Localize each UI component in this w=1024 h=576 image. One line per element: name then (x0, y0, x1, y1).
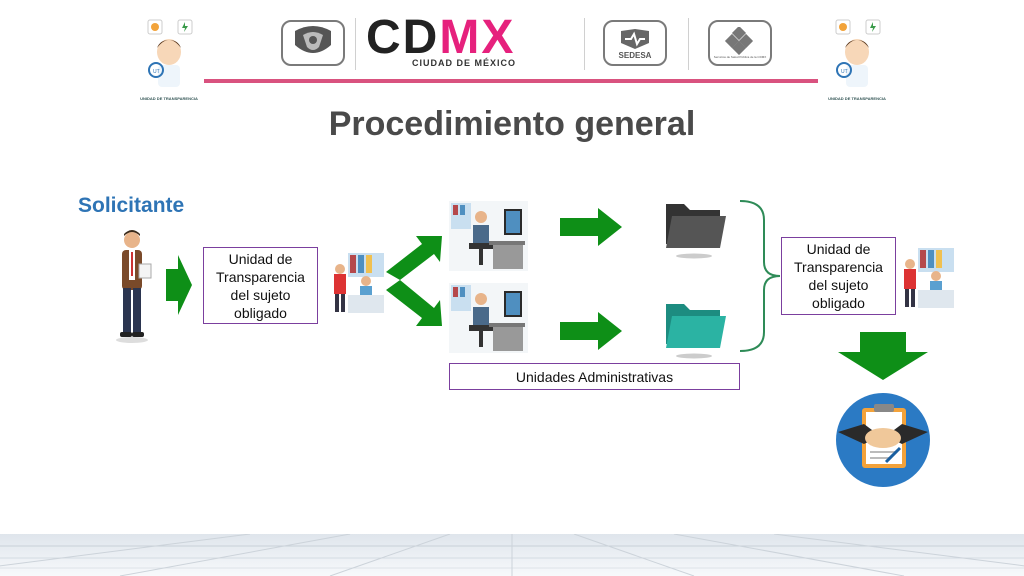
solicitante-person-icon (112, 228, 154, 344)
arrow-right-icon-3 (558, 310, 624, 352)
bracket-icon (738, 198, 782, 354)
folder-dark-icon (662, 198, 728, 262)
mexico-shield-logo (281, 20, 345, 66)
mascot-right: UT UNIDAD DE TRANSPARENCIA (826, 18, 888, 104)
floor-decoration (0, 533, 1024, 576)
office-desk-icon-left (328, 251, 386, 315)
unidad-transparencia-left-box: Unidad de Transparencia del sujeto oblig… (203, 247, 318, 324)
office-worker-icon-top (449, 201, 528, 271)
mascot-caption-right: UNIDAD DE TRANSPARENCIA (828, 96, 886, 101)
handshake-clipboard-icon (834, 390, 932, 490)
header-divider-2 (584, 18, 585, 70)
folder-teal-icon (662, 298, 728, 362)
office-desk-icon-right (898, 246, 956, 310)
sedesa-logo: SEDESA (603, 20, 667, 66)
mascot-left: UT UNIDAD DE TRANSPARENCIA (138, 18, 200, 104)
header-divider-1 (355, 18, 356, 70)
arrow-right-icon-2 (558, 206, 624, 248)
solicitante-label: Solicitante (78, 194, 185, 217)
arrow-right-icon-1 (164, 253, 194, 317)
split-arrow-icon (382, 232, 444, 330)
servicios-salud-logo: Servicios de Salud Pública de la CDMX (708, 20, 772, 66)
unidades-administrativas-box: Unidades Administrativas (449, 363, 740, 390)
unidad-transparencia-right-box: Unidad de Transparencia del sujeto oblig… (781, 237, 896, 315)
arrow-down-icon (836, 330, 930, 382)
mascot-caption-left: UNIDAD DE TRANSPARENCIA (140, 96, 198, 101)
cdmx-subtitle: CIUDAD DE MÉXICO (411, 58, 516, 68)
cdmx-brand: CDMX (366, 11, 516, 64)
page-title: Procedimiento general (328, 105, 696, 143)
sedesa-label: SEDESA (618, 50, 652, 60)
header-divider-3 (688, 18, 689, 70)
servicios-label: Servicios de Salud Pública de la CDMX (713, 55, 767, 59)
office-worker-icon-bottom (449, 283, 528, 353)
svg-text:UT: UT (153, 69, 160, 75)
header-pink-line (204, 79, 818, 83)
svg-text:UT: UT (841, 69, 848, 75)
